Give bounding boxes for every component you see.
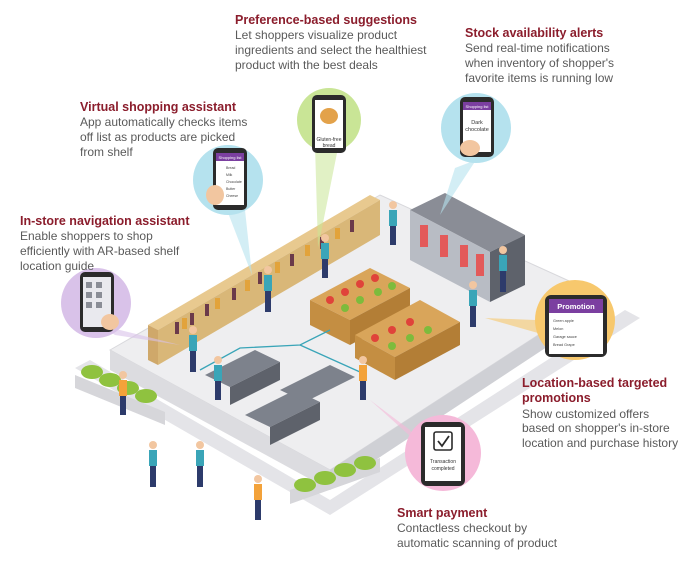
callout-title: Stock availability alerts bbox=[465, 26, 604, 40]
preference-phone-label-1: Gluten-free bbox=[316, 137, 341, 143]
callout-title: Location-based targeted bbox=[522, 376, 668, 390]
payment-phone-circle bbox=[405, 415, 481, 491]
stock-phone-header: Shopping list bbox=[466, 104, 490, 109]
floor-edge-left bbox=[110, 350, 330, 490]
virtual-phone-item-1: Bread bbox=[226, 166, 235, 170]
location-phone-item-3: Garage sauce bbox=[553, 335, 577, 339]
shoppers bbox=[119, 201, 507, 520]
produce-stands bbox=[310, 268, 460, 380]
pointer-wedges bbox=[100, 145, 545, 445]
bread-icon bbox=[320, 108, 338, 124]
preference-phone-circle bbox=[297, 88, 361, 153]
location-phone-header: Promotion bbox=[557, 302, 595, 311]
navigation-phone-circle bbox=[61, 268, 131, 338]
floor-edge-right bbox=[330, 295, 600, 490]
phone-screen-text: Gluten-free bread Shopping list Dark cho… bbox=[219, 104, 596, 472]
callout-desc-line: automatic scanning of product bbox=[397, 535, 558, 550]
virtual-phone-item-2: Milk bbox=[226, 173, 232, 177]
callout-desc-line: Let shoppers visualize product bbox=[235, 28, 398, 43]
virtual-phone-item-4: Butter bbox=[226, 187, 236, 191]
callout-navigation: In-store navigation assistant Enable sho… bbox=[20, 214, 189, 273]
callout-location: Location-based targeted promotions Show … bbox=[522, 376, 678, 450]
location-phone-circle bbox=[535, 280, 615, 360]
callout-desc-line: Show customized offers bbox=[522, 406, 650, 421]
callout-virtual: Virtual shopping assistant App automatic… bbox=[80, 100, 247, 159]
callout-desc-line: product with the best deals bbox=[235, 57, 378, 72]
stock-phone-label-2: chocolate bbox=[465, 127, 489, 133]
callout-desc-line: based on shopper's in-store bbox=[522, 421, 670, 436]
callout-desc-line: from shelf bbox=[80, 144, 133, 159]
stock-phone-circle bbox=[441, 93, 511, 163]
payment-phone-label-2: completed bbox=[431, 466, 454, 472]
callout-stock: Stock availability alerts Send real-time… bbox=[465, 26, 614, 85]
callout-desc-line: Send real-time notifications bbox=[465, 41, 610, 56]
callout-desc-line: location and purchase history bbox=[522, 435, 679, 450]
callout-preference: Preference-based suggestions Let shopper… bbox=[235, 13, 426, 72]
callout-desc-line: Enable shoppers to shop bbox=[20, 229, 153, 244]
payment-phone-label-1: Transaction bbox=[430, 459, 456, 465]
callout-payment: Smart payment Contactless checkout by au… bbox=[397, 506, 557, 551]
refrigerators bbox=[410, 193, 525, 302]
callout-title: Virtual shopping assistant bbox=[80, 100, 237, 114]
virtual-phone-item-5: Cheese bbox=[226, 194, 238, 198]
callout-desc-line: efficiently with AR-based shelf bbox=[20, 243, 180, 258]
location-phone-item-2: Melon bbox=[553, 327, 563, 331]
callout-desc-line: App automatically checks items bbox=[80, 115, 248, 130]
virtual-phone-item-3: Chocolate bbox=[226, 180, 242, 184]
virtual-phone-header: Shopping list bbox=[219, 155, 243, 160]
callout-title: In-store navigation assistant bbox=[20, 214, 190, 228]
preference-phone-label-2: bread bbox=[323, 143, 336, 149]
checkmark-icon bbox=[433, 431, 453, 451]
callout-desc-line: off list as products are picked bbox=[80, 129, 236, 144]
location-phone-item-4: Bread Grape bbox=[553, 343, 575, 347]
checkout-counters bbox=[205, 350, 355, 445]
callout-desc-line: Contactless checkout by bbox=[397, 521, 528, 536]
callout-desc-line: ingredients and select the healthiest bbox=[235, 42, 427, 57]
callout-desc-line: favorite items is running low bbox=[465, 70, 614, 85]
callout-title: promotions bbox=[522, 391, 591, 406]
callout-title: Smart payment bbox=[397, 506, 488, 520]
callout-title: Preference-based suggestions bbox=[235, 13, 418, 27]
virtual-phone-circle bbox=[193, 145, 263, 215]
location-phone-item-1: Green apple bbox=[553, 319, 574, 323]
callout-desc-line: location guide bbox=[20, 258, 95, 273]
callout-desc-line: when inventory of shopper's bbox=[465, 55, 615, 70]
stock-phone-label-1: Dark bbox=[471, 120, 483, 126]
